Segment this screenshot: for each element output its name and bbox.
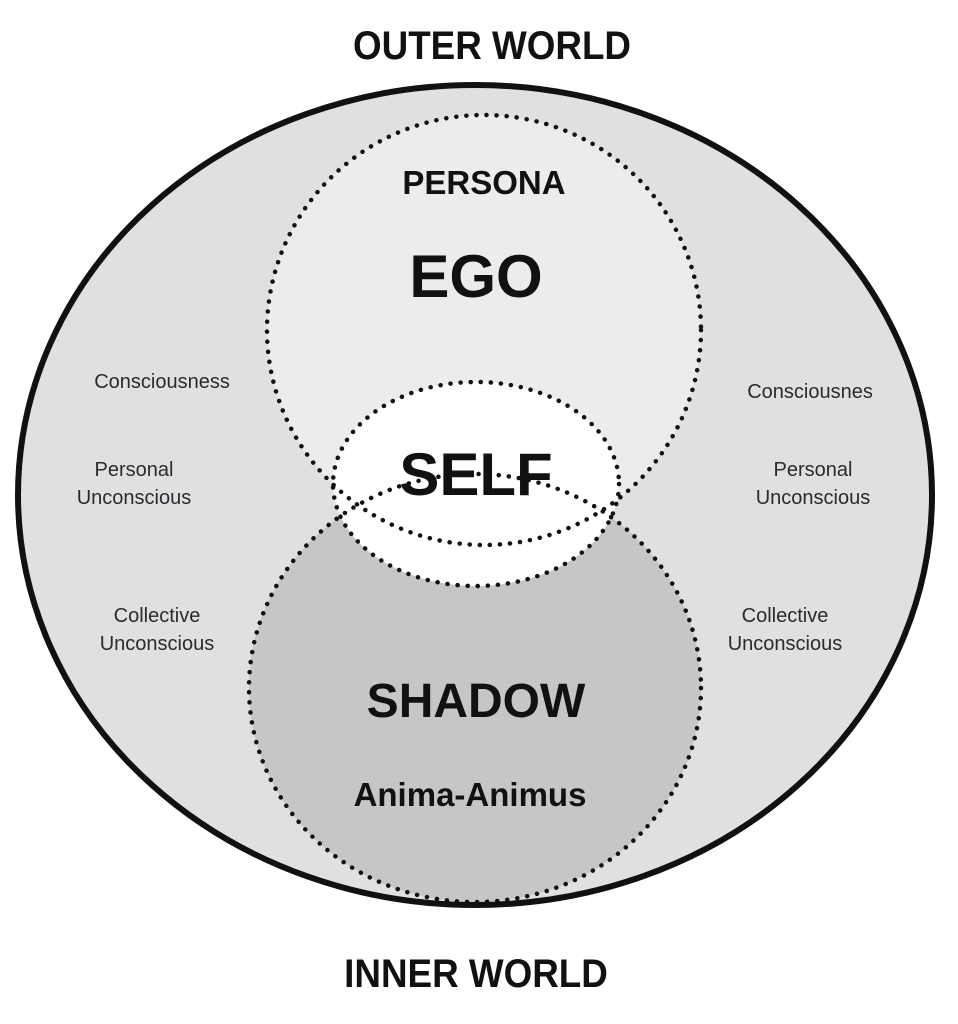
inner-world-title: INNER WORLD (344, 952, 608, 996)
ego-label: EGO (409, 243, 543, 310)
right-personal-unconscious-label: Personal Unconscious (756, 456, 871, 512)
left-personal-unconscious-label: Personal Unconscious (77, 456, 192, 512)
right-collective-line2: Unconscious (727, 633, 843, 655)
right-collective-unconscious-label: Collective Unconscious (728, 602, 843, 658)
left-personal-line1: Personal (94, 459, 174, 481)
left-personal-line2: Unconscious (76, 487, 192, 509)
self-label: SELF (399, 441, 553, 508)
right-consciousness-label: Consciousnes (747, 381, 873, 403)
shadow-circle (249, 474, 701, 902)
persona-label: PERSONA (402, 164, 566, 201)
psyche-outer-border (15, 82, 935, 908)
right-personal-line1: Personal (773, 459, 853, 481)
right-personal-line2: Unconscious (755, 487, 871, 509)
left-collective-unconscious-label: Collective Unconscious (100, 602, 215, 658)
ego-dotted-outline (264, 112, 704, 548)
outer-world-title: OUTER WORLD (352, 24, 632, 68)
anima-animus-label: Anima-Animus (353, 776, 587, 813)
self-dotted-outline (330, 379, 622, 589)
left-collective-line1: Collective (113, 605, 201, 627)
right-collective-line1: Collective (741, 605, 829, 627)
left-consciousness-label: Consciousness (94, 371, 230, 393)
shadow-label: SHADOW (366, 675, 586, 728)
left-collective-line2: Unconscious (99, 633, 215, 655)
